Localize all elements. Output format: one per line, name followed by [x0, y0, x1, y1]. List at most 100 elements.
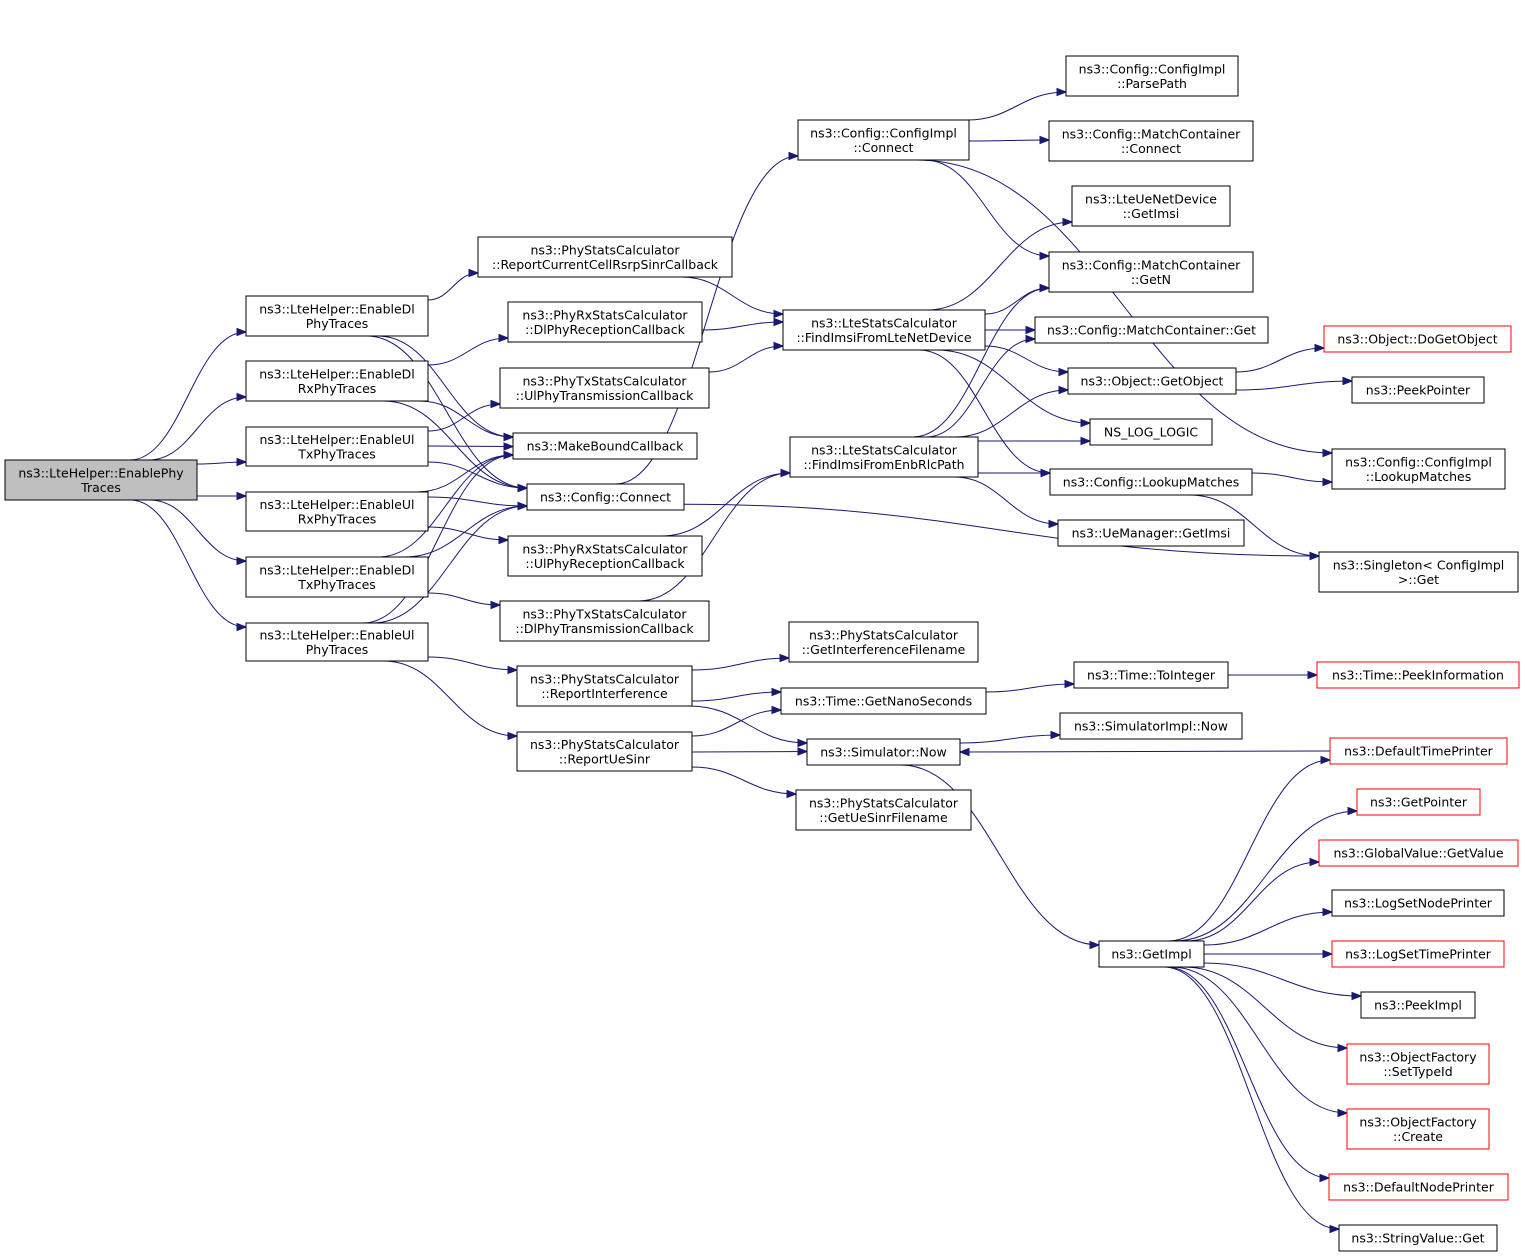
function-node-reportUeSinr[interactable]: ns3::PhyStatsCalculator::ReportUeSinr: [516, 731, 693, 772]
function-node-ofCreate[interactable]: ns3::ObjectFactory::Create: [1346, 1108, 1490, 1150]
function-node-mcConnect[interactable]: ns3::Config::MatchContainer::Connect: [1048, 120, 1254, 162]
function-node-configConnect[interactable]: ns3::Config::Connect: [526, 483, 685, 511]
function-node-lteUeGetImsi[interactable]: ns3::LteUeNetDevice::GetImsi: [1071, 185, 1231, 227]
call-edge: [427, 592, 501, 606]
call-edge: [129, 331, 247, 461]
function-node-timeToInteger[interactable]: ns3::Time::ToInteger: [1073, 661, 1229, 689]
node-box: [780, 687, 987, 715]
arrow-head: [788, 151, 800, 161]
function-node-cfgImplLookup[interactable]: ns3::Config::ConfigImpl::LookupMatches: [1331, 448, 1506, 490]
node-label: ns3::GetPointer: [1370, 795, 1468, 810]
function-node-defNodePrinter[interactable]: ns3::DefaultNodePrinter: [1328, 1173, 1509, 1201]
function-node-peekImpl[interactable]: ns3::PeekImpl: [1360, 991, 1476, 1019]
arrow-head: [1329, 1224, 1341, 1234]
arrow-head: [1322, 907, 1334, 917]
function-node-nsLogLogic[interactable]: NS_LOG_LOGIC: [1089, 418, 1213, 446]
call-edge: [130, 499, 247, 628]
node-label: ns3::LteUeNetDevice: [1085, 191, 1217, 206]
node-label: NS_LOG_LOGIC: [1104, 425, 1199, 440]
node-label: ::GetImsi: [1123, 206, 1180, 221]
function-node-getNano[interactable]: ns3::Time::GetNanoSeconds: [780, 687, 987, 715]
function-node-mcGet[interactable]: ns3::Config::MatchContainer::Get: [1034, 316, 1269, 344]
function-node-getUeSinrFile[interactable]: ns3::PhyStatsCalculator::GetUeSinrFilena…: [795, 789, 972, 831]
node-label: ::ReportCurrentCellRsrpSinrCallback: [492, 257, 719, 272]
function-node-reportCellRsrp[interactable]: ns3::PhyStatsCalculator::ReportCurrentCe…: [477, 236, 733, 278]
node-label: ns3::SimulatorImpl::Now: [1074, 719, 1228, 734]
function-node-getInterfFile[interactable]: ns3::PhyStatsCalculator::GetInterference…: [788, 621, 979, 663]
function-node-findImsiEnb[interactable]: ns3::LteStatsCalculator::FindImsiFromEnb…: [789, 436, 979, 478]
node-box: [1338, 1224, 1498, 1252]
node-box: [1331, 889, 1505, 917]
call-edge: [1185, 861, 1320, 942]
function-node-mcGetN[interactable]: ns3::Config::MatchContainer::GetN: [1048, 251, 1254, 293]
node-box: [1089, 418, 1213, 446]
arrow-head: [236, 457, 248, 467]
function-node-getImpl[interactable]: ns3::GetImpl: [1098, 940, 1205, 968]
node-label: ::Connect: [1121, 141, 1181, 156]
function-node-logSetNode[interactable]: ns3::LogSetNodePrinter: [1331, 889, 1505, 917]
function-node-simImplNow[interactable]: ns3::SimulatorImpl::Now: [1059, 712, 1243, 740]
node-label: ::DlPhyTransmissionCallback: [515, 621, 694, 636]
node-box: [1034, 316, 1269, 344]
function-node-lookupMatches[interactable]: ns3::Config::LookupMatches: [1049, 468, 1253, 496]
node-label: ns3::Config::ConfigImpl: [810, 125, 957, 140]
function-node-cfgImplConnect[interactable]: ns3::Config::ConfigImpl::Connect: [797, 119, 970, 161]
node-box: [1346, 1043, 1490, 1085]
arrow-head: [779, 653, 791, 663]
call-edge: [968, 139, 1050, 142]
function-node-logSetTime[interactable]: ns3::LogSetTimePrinter: [1331, 940, 1505, 968]
node-box: [516, 731, 693, 772]
function-node-dlPhyTrans[interactable]: ns3::PhyTxStatsCalculator::DlPhyTransmis…: [499, 600, 710, 642]
function-node-simNow[interactable]: ns3::Simulator::Now: [806, 738, 961, 766]
arrow-head: [1314, 343, 1326, 353]
function-node-timePeekInfo[interactable]: ns3::Time::PeekInformation: [1316, 661, 1520, 689]
node-label: ns3::PhyTxStatsCalculator: [522, 606, 687, 621]
call-edge: [366, 335, 528, 489]
node-label: ns3::LteHelper::EnableDl: [259, 366, 415, 381]
node-label: ns3::LteHelper::EnableUl: [259, 432, 414, 447]
call-edge: [691, 709, 782, 737]
arrow-head: [490, 600, 502, 610]
arrow-head: [1080, 418, 1092, 428]
arrow-head: [958, 747, 970, 757]
function-node-reportInterf[interactable]: ns3::PhyStatsCalculator::ReportInterfere…: [516, 665, 693, 707]
function-node-ueMgrGetImsi[interactable]: ns3::UeManager::GetImsi: [1057, 519, 1245, 547]
function-node-dlPhyRecep[interactable]: ns3::PhyRxStatsCalculator::DlPhyReceptio…: [507, 301, 703, 343]
node-label: ns3::LteHelper::EnableUl: [259, 497, 414, 512]
node-box: [507, 535, 703, 577]
function-node-stringValueGet[interactable]: ns3::StringValue::Get: [1338, 1224, 1498, 1252]
function-node-doGetObject[interactable]: ns3::Object::DoGetObject: [1323, 325, 1512, 353]
node-label: ns3::Config::Connect: [540, 490, 671, 505]
node-label: ns3::LogSetNodePrinter: [1344, 896, 1493, 911]
call-edge: [1174, 810, 1358, 942]
function-node-peekPointer[interactable]: ns3::PeekPointer: [1351, 376, 1485, 404]
node-label: ns3::ObjectFactory: [1359, 1049, 1477, 1064]
arrow-head: [1337, 1043, 1349, 1053]
function-node-ulPhyTrans[interactable]: ns3::PhyTxStatsCalculator::UlPhyTransmis…: [499, 367, 710, 409]
node-box: [1057, 519, 1245, 547]
call-edge: [427, 496, 528, 507]
node-label: ::GetN: [1131, 272, 1171, 287]
arrow-head: [468, 268, 480, 278]
function-node-singletonGet[interactable]: ns3::Singleton< ConfigImpl >::Get: [1318, 551, 1519, 593]
function-node-makeBound[interactable]: ns3::MakeBoundCallback: [512, 432, 698, 460]
function-node-gvGetValue[interactable]: ns3::GlobalValue::GetValue: [1318, 839, 1519, 867]
function-node-findImsiNetDev[interactable]: ns3::LteStatsCalculator::FindImsiFromLte…: [782, 309, 986, 351]
node-label: ns3::LogSetTimePrinter: [1345, 947, 1492, 962]
function-node-parsePath[interactable]: ns3::Config::ConfigImpl::ParsePath: [1065, 55, 1239, 97]
function-node-defTimePrinter[interactable]: ns3::DefaultTimePrinter: [1329, 737, 1508, 765]
arrow-head: [1307, 670, 1319, 680]
function-node-ofSetTypeId[interactable]: ns3::ObjectFactory::SetTypeId: [1346, 1043, 1490, 1085]
arrow-head: [1025, 334, 1037, 344]
function-node-getPointer[interactable]: ns3::GetPointer: [1356, 788, 1481, 816]
function-node-ulPhyRecep[interactable]: ns3::PhyRxStatsCalculator::UlPhyReceptio…: [507, 535, 703, 577]
function-node-objGetObject[interactable]: ns3::Object::GetObject: [1067, 367, 1237, 395]
node-box: [1346, 1108, 1490, 1150]
